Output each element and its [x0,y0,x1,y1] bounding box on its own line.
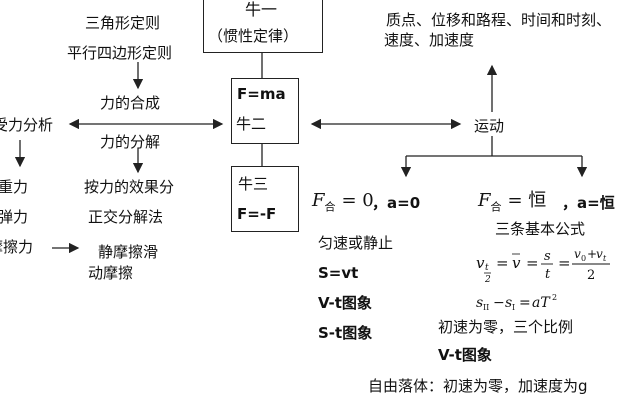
svg-text:t: t [603,254,607,263]
orthogonal-decomposition: 正交分解法 [88,208,164,226]
svg-text:t: t [485,263,489,273]
static-friction: 静摩擦滑 [98,243,159,261]
concepts-line2: 速度、加速度 [384,31,475,49]
svg-text:2: 2 [587,268,595,283]
force-composition: 力的合成 [100,94,161,112]
friction: 摩擦力 [0,238,34,256]
three-formulas: 三条基本公式 [495,220,586,238]
svg-text:v: v [512,254,521,272]
zero-rhs: = 0 [341,190,374,211]
triangle-rule: 三角形定则 [85,14,161,32]
by-effect: 按力的效果分 [84,178,175,196]
svg-text:=: = [558,254,571,272]
const-rhs: = 恒 [507,190,547,211]
elastic-force: 弹力 [0,208,29,226]
svg-text:t: t [545,267,551,282]
law1-title: 牛一 [245,0,278,19]
svg-text:aT: aT [532,295,551,311]
svg-text:+: + [587,247,597,261]
law3-formula: F=-F [237,205,277,223]
st-graph: S-t图象 [318,324,373,342]
gravity: 重力 [0,178,29,196]
displacement-difference-formula: s II − s I = aT 2 [476,293,557,312]
svg-text:v: v [476,254,485,272]
net-subscript: 合 [324,200,336,214]
parallelogram-rule: 平行四边形定则 [67,44,173,62]
svg-text:s: s [476,295,483,311]
net-subscript-2: 合 [490,200,502,214]
kinetic-friction: 动摩擦 [88,264,134,282]
svg-text:v: v [574,247,581,261]
svg-text:II: II [483,303,489,312]
force-decomposition: 力的分解 [100,133,161,151]
svg-text:s: s [505,295,512,311]
svg-text:0: 0 [581,254,586,263]
svg-text:−: − [493,295,505,311]
force-symbol-2: F [478,190,491,211]
initial-zero-ratios: 初速为零，三个比例 [438,318,574,336]
uniform-or-rest: 匀速或静止 [318,234,394,252]
svg-text:s: s [544,249,551,264]
vt-graph-2: V-t图象 [438,346,492,364]
svg-text:=: = [519,295,531,311]
law3-box: 牛三 F=-F [231,166,299,232]
net-force-zero: F合 = 0 [312,190,374,219]
law2-box: F=ma 牛二 [231,78,299,144]
svg-text:v: v [596,247,603,261]
vt-graph-1: V-t图象 [318,294,372,312]
law2-formula: F=ma [237,85,286,103]
free-fall-text: 自由落体：初速为零，加速度为g [368,377,588,395]
free-fall: 自由落体：初速为零，加速度为g [368,377,588,395]
net-force-constant: F合 = 恒 [478,190,546,219]
svg-text:2: 2 [552,293,557,302]
law3-title: 牛三 [238,175,269,193]
motion-label: 运动 [474,117,505,135]
force-analysis: 受力分析 [0,116,54,134]
law1-box: 牛一 （惯性定律） [203,0,323,53]
svg-text:I: I [512,303,515,312]
s-vt: S=vt [318,264,359,282]
svg-text:=: = [496,254,509,272]
accel-constant: ，a=恒 [562,194,615,212]
svg-text:=: = [526,254,539,272]
law2-title: 牛二 [236,115,267,133]
average-velocity-formula: v t 2 = v = s t = v 0 + v t 2 [476,247,610,284]
concepts-line1: 质点、位移和路程、时间和时刻、 [386,11,612,29]
accel-zero: ，a=0 [372,194,421,212]
law1-subtitle: （惯性定律） [208,27,299,45]
svg-text:2: 2 [484,275,491,284]
force-symbol: F [312,190,325,211]
